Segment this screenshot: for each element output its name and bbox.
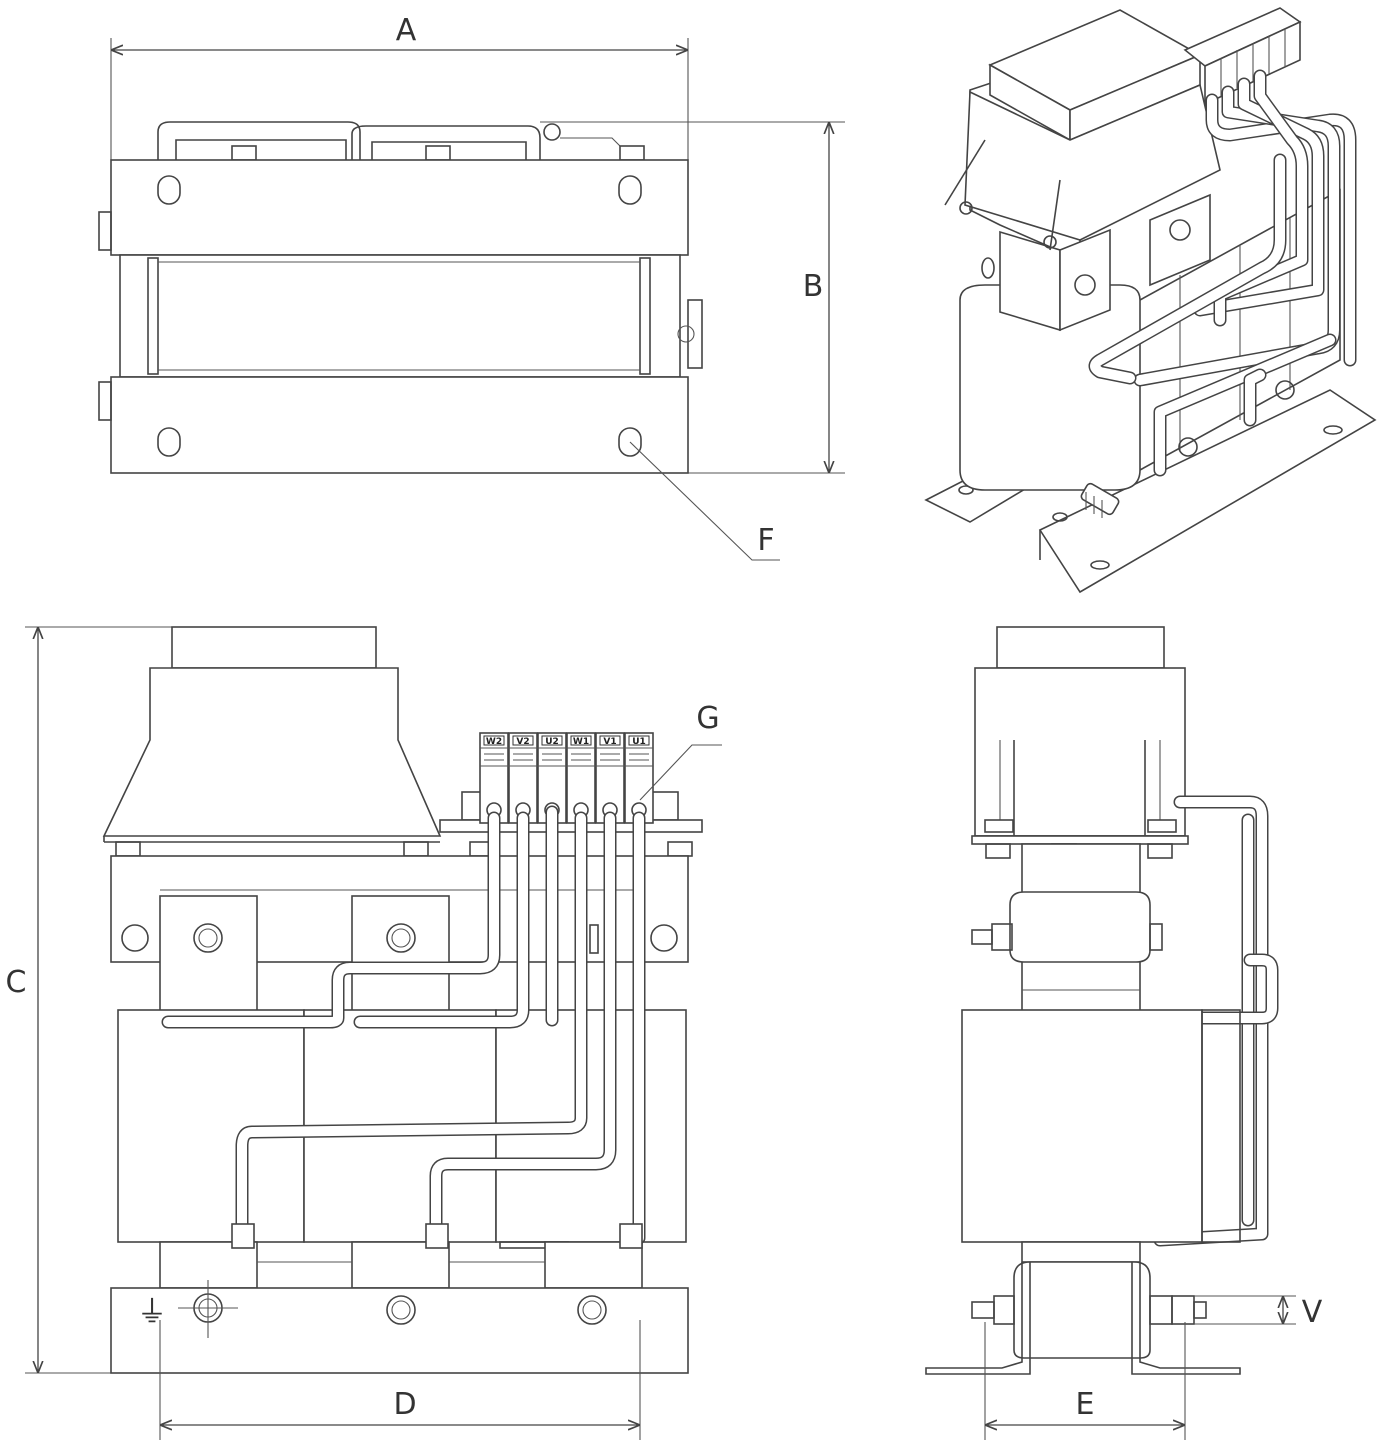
front-base-plate <box>110 1287 689 1374</box>
bottom-mounting-plate <box>110 376 689 474</box>
terminal-label-v2: V2 <box>516 737 529 747</box>
ground-icon: ⏚ <box>137 1295 167 1330</box>
coil-band <box>119 254 681 378</box>
top-mounting-plate <box>110 159 689 256</box>
dimension-a-label: A <box>396 13 417 48</box>
dimension-v-label: V <box>1302 1295 1323 1330</box>
iso-terminal-block <box>1183 7 1302 106</box>
dimension-f-label: F <box>757 523 774 558</box>
dimension-b-label: B <box>803 269 824 304</box>
terminal-label-v1: V1 <box>603 737 616 747</box>
dimension-e-label: E <box>1076 1387 1095 1422</box>
dimension-d-label: D <box>393 1387 416 1422</box>
terminal-label-u2: U2 <box>545 737 559 747</box>
terminal-label-u1: U1 <box>632 737 646 747</box>
mounting-slot <box>618 427 642 457</box>
isometric-view <box>924 7 1377 594</box>
terminal-block: W2 V2 U2 W1 V1 U1 <box>479 732 654 824</box>
dimension-g-label: G <box>696 701 719 736</box>
side-coil <box>961 1009 1203 1243</box>
terminal-label-w1: W1 <box>573 737 589 747</box>
front-cover-top <box>171 626 377 669</box>
side-view: V E <box>925 626 1323 1440</box>
top-view: A B F <box>98 13 845 561</box>
front-view: C W2 <box>6 626 722 1440</box>
terminal-label-w2: W2 <box>486 737 502 747</box>
dimension-c-label: C <box>6 965 27 1000</box>
